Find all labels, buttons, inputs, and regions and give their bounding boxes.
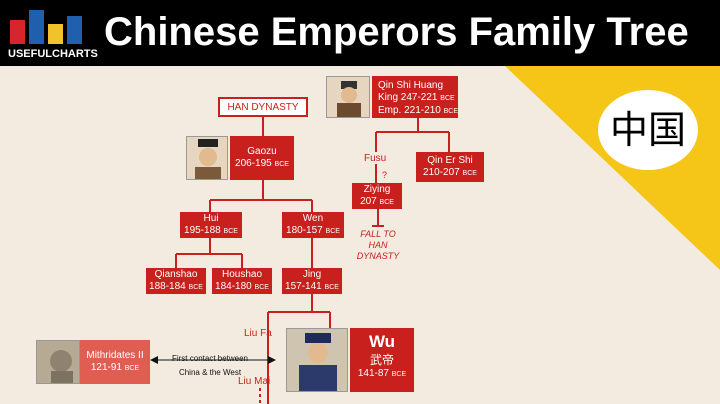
era-label: BCE <box>462 170 477 177</box>
ruler-card-mithridates[interactable]: Mithridates II 121-91 BCE <box>80 340 150 384</box>
era-label: BCE <box>325 228 340 235</box>
page-title: Chinese Emperors Family Tree <box>104 10 689 54</box>
era-label: BCE <box>223 228 238 235</box>
wu-portrait <box>286 328 348 392</box>
han-dynasty-label: HAN DYNASTY <box>218 97 308 117</box>
emperor-name: Qianshao <box>154 269 198 280</box>
portrait-icon <box>337 81 361 117</box>
reign-line: 157-141 BCE <box>282 281 342 294</box>
portrait-icon <box>287 329 347 391</box>
logo-text: USEFULCHARTS <box>8 48 98 60</box>
era-label: BCE <box>324 284 339 291</box>
reign-years: 221-210 <box>404 105 441 116</box>
emperor-name: Qin Shi Huang <box>378 80 444 91</box>
reign-line: King 247-221 BCE <box>378 92 458 105</box>
reign-line: 195-188 BCE <box>180 225 242 238</box>
note-line: HAN <box>368 240 388 250</box>
logo-bar-icon <box>67 16 82 44</box>
reign-line: 184-180 BCE <box>212 281 272 294</box>
reign-years: 184-180 <box>215 281 252 292</box>
emperor-card-qin-shi-huang[interactable]: Qin Shi Huang King 247-221 BCE Emp. 221-… <box>372 76 458 118</box>
note-line: FALL TO <box>360 229 396 239</box>
emperor-name: Jing <box>302 269 322 280</box>
era-label: BCE <box>391 371 407 378</box>
era-label: BCE <box>254 284 269 291</box>
reign-line: 210-207 BCE <box>416 167 484 180</box>
reign-years: 188-184 <box>149 281 186 292</box>
logo-bar-icon <box>29 10 44 44</box>
reign-line: 206-195 BCE <box>230 158 294 171</box>
emperor-card-houshao[interactable]: Houshao 184-180 BCE <box>212 268 272 294</box>
emperor-card-qianshao[interactable]: Qianshao 188-184 BCE <box>146 268 206 294</box>
note-line: China & the West <box>178 368 242 377</box>
qin-shi-huang-portrait <box>326 76 370 118</box>
reign-years: 247-221 <box>400 92 438 103</box>
era-label: BCE <box>379 199 394 206</box>
emperor-name: Houshao <box>221 269 263 280</box>
reign-years: 141-87 <box>357 368 389 379</box>
note-line: First contact between <box>171 354 249 363</box>
emperor-card-hui[interactable]: Hui 195-188 BCE <box>180 212 242 238</box>
emperor-card-qin-er-shi[interactable]: Qin Er Shi 210-207 BCE <box>416 152 484 182</box>
era-label: BCE <box>443 108 459 115</box>
reign-prefix: Emp. <box>378 105 402 116</box>
era-label: BCE <box>440 95 455 102</box>
reign-line: 188-184 BCE <box>146 281 206 294</box>
usefulcharts-logo[interactable]: USEFULCHARTS <box>8 4 98 62</box>
reign-years: 157-141 <box>285 281 322 292</box>
logo-bar-icon <box>10 20 25 44</box>
reign-line: 180-157 BCE <box>282 225 344 238</box>
era-label: BCE <box>124 365 140 372</box>
emperor-name: Wu <box>368 332 396 351</box>
reign-years: 121-91 <box>90 362 122 373</box>
emperor-card-wen[interactable]: Wen 180-157 BCE <box>282 212 344 238</box>
emperor-name: Hui <box>203 213 219 224</box>
logo-bar-icon <box>48 24 63 44</box>
reign-years: 210-207 <box>423 167 460 178</box>
emperor-card-jing[interactable]: Jing 157-141 BCE <box>282 268 342 294</box>
era-label: BCE <box>188 284 203 291</box>
emperor-name: Qin Er Shi <box>427 155 473 166</box>
gaozu-portrait <box>186 136 228 180</box>
reign-years: 195-188 <box>184 225 221 236</box>
ruler-name: Mithridates II <box>86 350 144 361</box>
emperor-name: Ziying <box>363 184 391 195</box>
fusu-label: Fusu <box>364 153 387 164</box>
emperor-name: Wen <box>302 213 324 224</box>
reign-line: 207 BCE <box>352 196 402 209</box>
reign-prefix: King <box>378 92 399 103</box>
reign-years: 206-195 <box>235 158 272 169</box>
reign-line: 121-91 BCE <box>80 362 150 375</box>
reign-years: 180-157 <box>286 225 323 236</box>
emperor-card-ziying[interactable]: Ziying 207 BCE <box>352 183 402 209</box>
emperor-name: Gaozu <box>247 146 277 157</box>
portrait-icon <box>37 341 79 383</box>
header-bar: USEFULCHARTS Chinese Emperors Family Tre… <box>0 0 720 66</box>
reign-years: 207 <box>360 196 377 207</box>
liu-mai-label: Liu Mai <box>238 376 271 387</box>
portrait-icon <box>195 139 221 179</box>
emperor-chinese-name: 武帝 <box>369 353 394 367</box>
question-mark: ? <box>382 170 388 180</box>
note-line: DYNASTY <box>356 251 400 261</box>
mithridates-portrait <box>36 340 80 384</box>
era-label: BCE <box>274 161 289 168</box>
emperor-card-wu[interactable]: Wu 武帝 141-87 BCE <box>350 328 414 392</box>
reign-line: Emp. 221-210 BCE <box>378 105 458 118</box>
first-contact-note: First contact between China & the West <box>160 352 260 380</box>
emperor-card-gaozu[interactable]: Gaozu 206-195 BCE <box>230 136 294 180</box>
china-character-badge: 中国 <box>598 90 698 170</box>
fall-to-han-note: FALL TO HAN DYNASTY <box>350 229 406 262</box>
liu-fa-label: Liu Fa <box>244 328 272 339</box>
reign-line: 141-87 BCE <box>350 368 414 381</box>
